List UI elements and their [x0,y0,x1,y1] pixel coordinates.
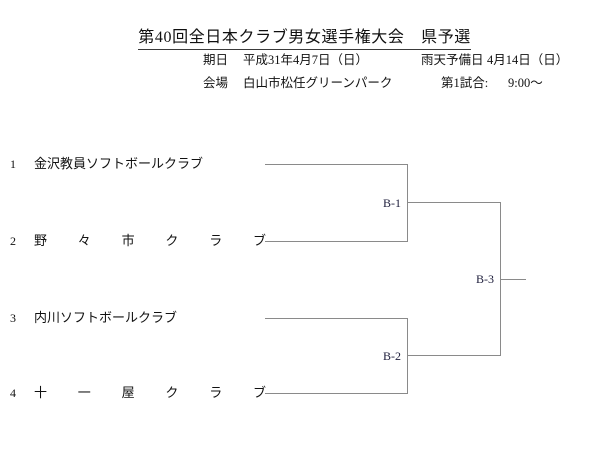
seed-number-3: 3 [10,311,16,325]
page-title: 第40回全日本クラブ男女選手権大会 県予選 [0,8,600,50]
rain-date-label: 雨天予備日 [421,53,484,67]
bracket-line-b2-winner [407,355,501,356]
bracket-line-b1-winner [407,202,501,203]
venue-label: 会場 [203,76,229,90]
bracket-connector-b2 [407,318,408,394]
seed-number-1: 1 [10,157,16,171]
venue-value: 白山市松任グリーンパーク [243,76,393,90]
match-label-b3: B-3 [476,272,494,286]
seed-number-2: 2 [10,234,16,248]
match-label-b1: B-1 [383,196,401,210]
bracket-line-champion [500,279,526,280]
first-game-label: 第1試合: [441,76,489,90]
date-label: 期日 [203,53,229,67]
bracket-line-team4 [265,393,408,394]
rain-date-value: 4月14日（日） [487,53,569,67]
bracket-line-team2 [265,241,408,242]
match-label-b2: B-2 [383,349,401,363]
first-game-time: 9:00〜 [508,76,543,90]
seed-number-4: 4 [10,386,16,400]
bracket-entry-2: 2 野々市クラブ [10,232,268,250]
team-name-4: 十一屋クラブ [34,385,266,400]
date-value: 平成31年4月7日（日） [243,53,369,67]
team-name-2: 野々市クラブ [34,233,266,248]
bracket-entry-4: 4 十一屋クラブ [10,384,268,402]
team-name-1: 金沢教員ソフトボールクラブ [34,156,204,171]
bracket-line-team3 [265,318,408,319]
page-title-text: 第40回全日本クラブ男女選手権大会 県予選 [138,28,471,50]
bracket-line-team1 [265,164,408,165]
bracket-entry-3: 3 内川ソフトボールクラブ [10,309,268,327]
bracket-connector-b1 [407,164,408,242]
team-name-3: 内川ソフトボールクラブ [34,310,178,325]
bracket-entry-1: 1 金沢教員ソフトボールクラブ [10,155,268,173]
